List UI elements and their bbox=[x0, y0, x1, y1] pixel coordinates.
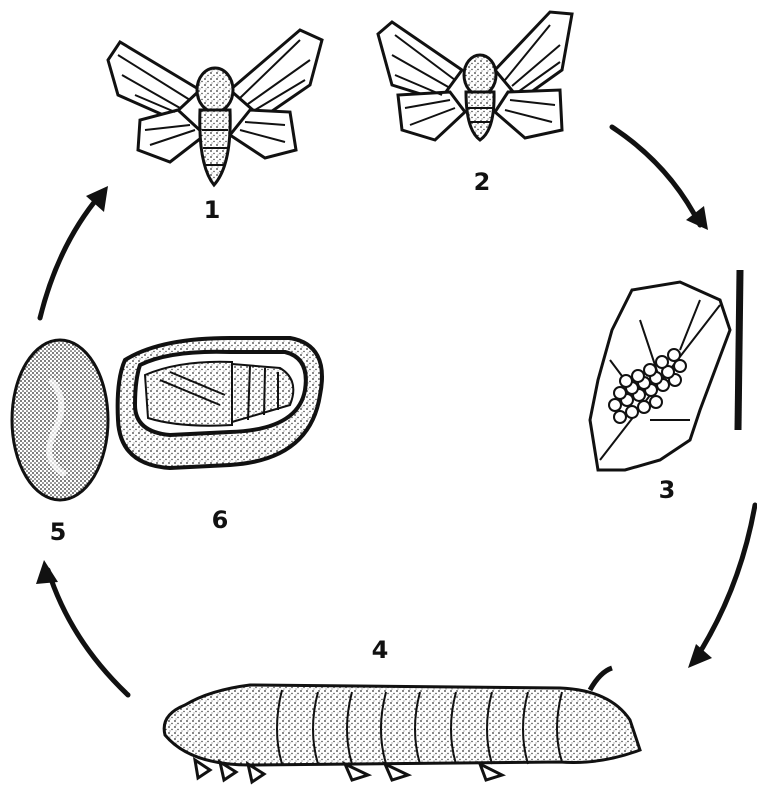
arrow-2-to-3 bbox=[612, 127, 700, 225]
stage-label-6: 6 bbox=[212, 506, 229, 534]
stage-label-3: 3 bbox=[659, 476, 676, 504]
stage-label-4: 4 bbox=[372, 636, 389, 664]
stage-label-2: 2 bbox=[474, 168, 491, 196]
arrow-4-to-5 bbox=[48, 570, 128, 695]
pupa-illustration bbox=[118, 338, 322, 468]
male-moth-illustration bbox=[378, 12, 572, 140]
arrow-3-to-4 bbox=[695, 505, 755, 660]
eggs-on-leaf-illustration bbox=[590, 270, 740, 470]
cocoon-illustration bbox=[12, 340, 108, 500]
arrowhead-icon bbox=[36, 560, 58, 584]
stage-label-5: 5 bbox=[50, 518, 67, 546]
arrowhead-icon bbox=[688, 644, 712, 668]
female-moth-illustration bbox=[108, 30, 322, 185]
stage-label-1: 1 bbox=[204, 196, 221, 224]
larva-illustration bbox=[164, 668, 640, 782]
arrow-5-to-1 bbox=[40, 195, 100, 318]
